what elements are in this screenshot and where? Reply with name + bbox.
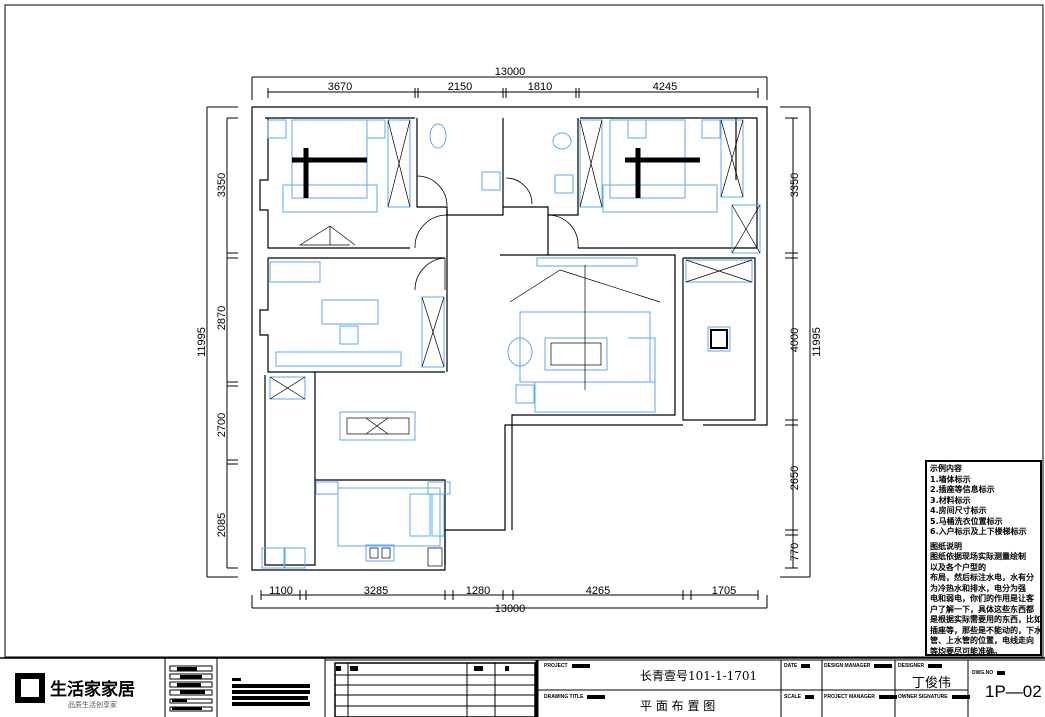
scale-label-text: SCALE xyxy=(784,694,801,700)
design-manager-label-text: DESIGN MANAGER xyxy=(824,663,871,669)
bedroom2-wall xyxy=(578,117,758,249)
dwg-no-value: 1P—02 xyxy=(985,682,1042,701)
notes-line: 为冷热水和排水，电分为强 xyxy=(930,583,1026,593)
dim-top-total: 13000 xyxy=(495,66,526,78)
stove xyxy=(365,544,395,562)
dimension-lines xyxy=(206,76,811,609)
bookshelf xyxy=(421,296,445,368)
dining-table xyxy=(339,411,416,441)
date-label: DATE xyxy=(784,663,811,669)
dim-right-2: 4000 xyxy=(789,328,801,352)
notes-item: 1.墙体标示 xyxy=(930,474,971,484)
balcony-walls xyxy=(682,257,756,421)
furniture xyxy=(261,119,761,569)
coffee-table xyxy=(544,337,608,371)
notes-item: 2.插座等信息标示 xyxy=(930,485,995,494)
notes-item: 3.材料标示 xyxy=(930,495,971,505)
dim-right-total: 11995 xyxy=(811,327,823,357)
title-block-redacted xyxy=(172,666,509,710)
owner-signature-label: OWNER SIGNATURE xyxy=(898,694,970,700)
dim-top-3: 1810 xyxy=(528,81,552,93)
sheet-border xyxy=(4,4,1044,658)
dim-left-total: 11995 xyxy=(196,327,208,357)
toilet-2 xyxy=(552,132,572,150)
doors xyxy=(414,175,579,291)
study-walls xyxy=(259,257,446,565)
dim-top-2: 2150 xyxy=(448,81,472,93)
designer-label-text: DESIGNER xyxy=(898,663,925,669)
notes-title: 示例内容 xyxy=(930,464,962,473)
logo-name: 生活家家居 xyxy=(50,680,135,700)
bedroom1-wall xyxy=(259,117,415,249)
design-manager-label: DESIGN MANAGER xyxy=(824,663,893,669)
drawing-title-label-text: DRAWING TITLE xyxy=(544,694,584,700)
notes-item: 5.马桶洗衣位置标示 xyxy=(930,516,1003,526)
dim-bottom-3: 1280 xyxy=(466,585,490,597)
wardrobe-3 xyxy=(720,119,744,198)
notes-line: 户了解一下，具体这些东西都 xyxy=(930,604,1034,614)
bathroom-walls xyxy=(416,118,579,216)
project-label: PROJECT xyxy=(544,663,590,669)
dim-right-4: 770 xyxy=(789,543,801,561)
dim-bottom-5: 1705 xyxy=(712,585,736,597)
dim-left-2: 2870 xyxy=(216,306,228,330)
dim-right-1: 3350 xyxy=(789,173,801,197)
tv-cabinet xyxy=(275,351,402,367)
dim-left-4: 2085 xyxy=(216,513,228,537)
project-value: 长青壹号101-1-1701 xyxy=(640,669,758,683)
notes-line: 是根据实际需要用的东西，比如 xyxy=(930,615,1042,624)
notes-line: 插座等，那些是不能动的，下水 xyxy=(930,625,1042,635)
notes-line: 等均要尽可能准确。 xyxy=(930,646,1002,656)
designer-value: 丁俊伟 xyxy=(912,676,952,691)
notes-line: 以及各个户型的 xyxy=(930,562,986,572)
walls xyxy=(251,106,768,571)
logo-mark xyxy=(15,673,45,703)
sofa xyxy=(534,337,656,413)
notes-section-title: 图纸说明 xyxy=(930,541,962,551)
notes-item: 6.入户标示及上下楼梯标示 xyxy=(930,527,1027,536)
toilet-1 xyxy=(429,123,447,149)
notes-line: 管、上水管的位置，电线走向 xyxy=(930,636,1034,645)
dim-bottom-2: 3285 xyxy=(364,585,388,597)
armchair xyxy=(507,337,533,367)
dwg-no-label-text: DWG.NO xyxy=(972,670,994,676)
dim-left-1: 3350 xyxy=(216,173,228,197)
dim-left-3: 2700 xyxy=(216,413,228,437)
chair xyxy=(339,325,359,345)
legend-notes: 示例内容 1.墙体标示 2.插座等信息标示 3.材料标示 4.房间尺寸标示 5.… xyxy=(925,460,1042,656)
logo-slogan: 品质生活创享家 xyxy=(68,702,117,709)
date-label-text: DATE xyxy=(784,663,798,669)
balcony-table xyxy=(707,326,731,352)
drawing-title-value: 平 面 布 置 图 xyxy=(640,699,716,713)
project-manager-label-text: PROJECT MANAGER xyxy=(824,694,875,700)
project-manager-label: PROJECT MANAGER xyxy=(824,694,897,700)
dim-right-3: 2650 xyxy=(789,466,801,490)
desk xyxy=(321,299,379,325)
dwg-no-label: DWG.NO xyxy=(972,670,1006,676)
owner-signature-label-text: OWNER SIGNATURE xyxy=(898,694,948,700)
balcony-cabinet xyxy=(685,259,753,283)
scale-label: SCALE xyxy=(784,694,814,700)
dim-bottom-4: 4265 xyxy=(586,585,610,597)
drawing-title-label: DRAWING TITLE xyxy=(544,694,606,700)
wardrobe-1 xyxy=(387,119,411,208)
dim-top-1: 3670 xyxy=(328,81,352,93)
kitchen-counter xyxy=(337,487,441,547)
furniture-details xyxy=(269,119,761,567)
notes-item: 4.房间尺寸标示 xyxy=(930,506,987,515)
dim-top-4: 4245 xyxy=(653,81,677,93)
dim-bottom-1: 1100 xyxy=(269,585,293,597)
wardrobe-2 xyxy=(579,119,603,208)
notes-line: 布局，然后标注水电，水有分 xyxy=(930,573,1034,582)
designer-label: DESIGNER xyxy=(898,663,943,669)
cabinet xyxy=(731,204,761,254)
dining-walls xyxy=(264,375,316,566)
dim-bottom-total: 13000 xyxy=(495,603,526,615)
exterior-wall xyxy=(251,106,768,571)
project-label-text: PROJECT xyxy=(544,663,568,669)
notes-line: 图纸依据现场实际测量绘制 xyxy=(930,552,1026,561)
notes-line: 电和弱电，你们的作用是让客 xyxy=(930,594,1034,603)
